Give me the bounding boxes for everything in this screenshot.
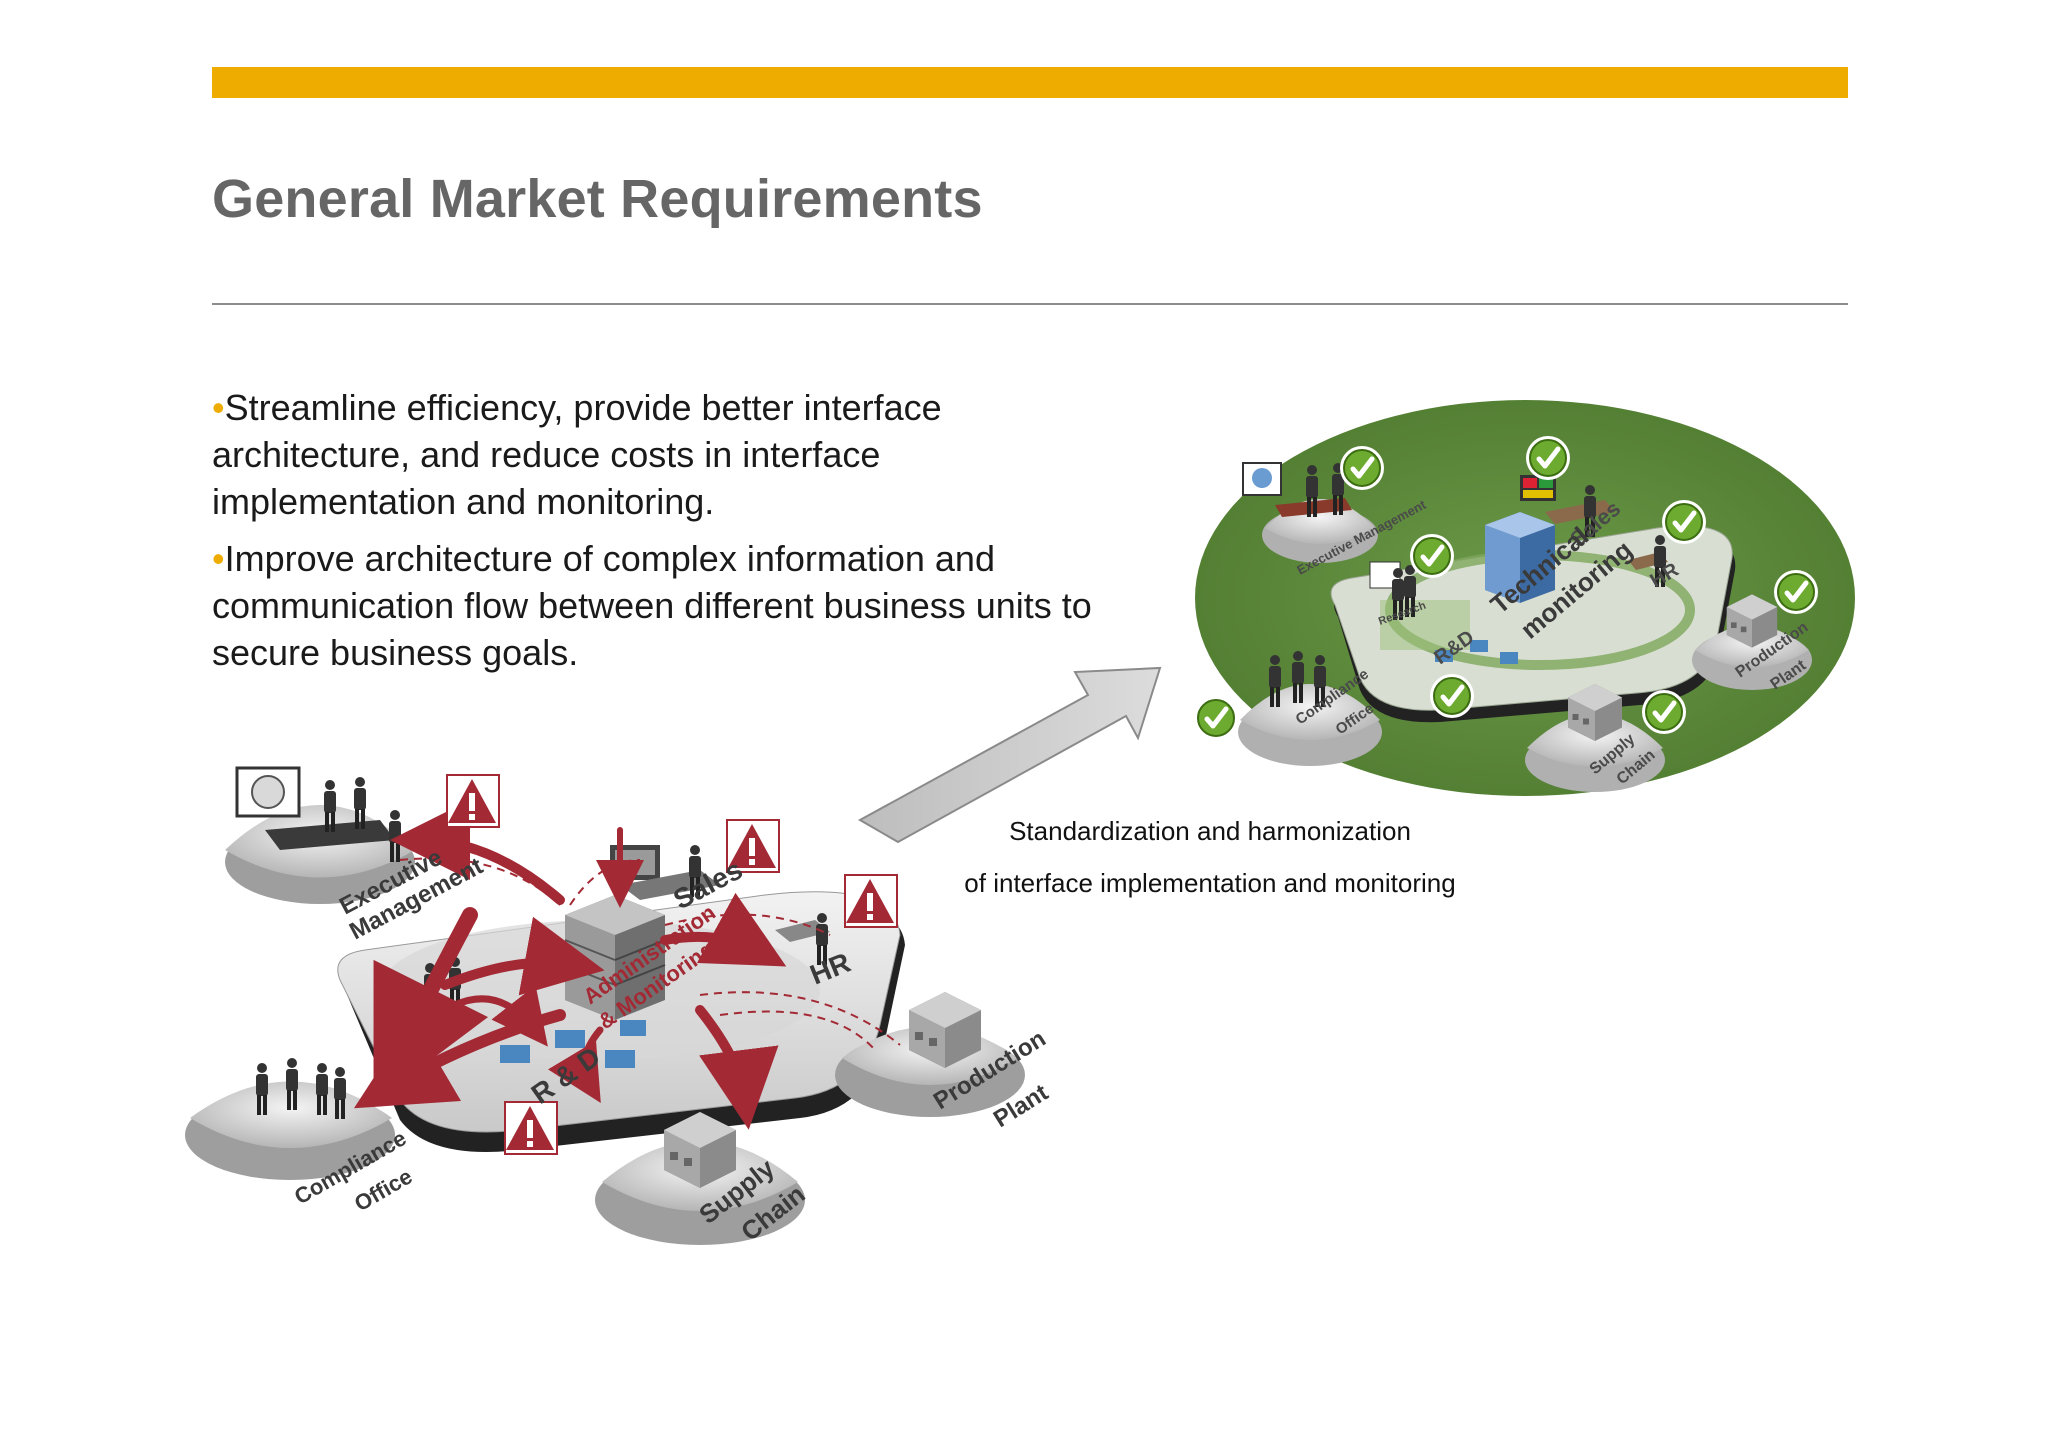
bullet-item: •Improve architecture of complex informa… [212,535,1132,676]
bullet-text: Improve architecture of complex informat… [212,538,1092,673]
before-dashed-links [399,857,901,1051]
top-accent-bar [212,67,1848,98]
bullet-marker: • [212,538,225,579]
check-circle-icon [1642,690,1686,734]
bullet-text: Streamline efficiency, provide better in… [212,387,942,522]
before-exec-disc [225,766,415,904]
check-circle-icon [1410,534,1454,578]
warning-triangle-icon [446,774,500,828]
check-circle-icon [1430,674,1474,718]
after-exec-disc [1242,462,1378,563]
title-divider [212,303,1848,305]
caption-line-1: Standardization and harmonization [1009,816,1411,846]
before-diagram: Executive Management Sales HR Administra… [185,766,1053,1247]
after-compliance-disc [1238,651,1382,766]
after-tower [1485,512,1555,603]
check-circle-icon [1662,500,1706,544]
before-red-arrows [353,800,787,1130]
before-production-disc [835,992,1025,1117]
caption-line-2: of interface implementation and monitori… [964,868,1456,898]
bullet-marker: • [212,387,225,428]
before-supply-disc [595,1112,805,1245]
after-supply-disc [1525,684,1665,792]
after-hr-desk [1628,535,1668,587]
before-hr-desk [775,913,830,965]
after-diagram: Executive Management Sales HR Technical … [1194,400,1855,796]
bullet-item: •Streamline efficiency, provide better i… [212,384,1132,525]
warning-triangle-icon [844,874,898,928]
after-production-disc [1692,594,1812,690]
check-circle-icon [1340,446,1384,490]
before-compliance-disc [185,1058,395,1180]
check-circle-icon [1526,436,1570,480]
after-research-desk [1369,561,1416,620]
bullet-list: •Streamline efficiency, provide better i… [212,384,1132,686]
check-circle-icon [1774,570,1818,614]
page-title: General Market Requirements [212,169,983,229]
check-circle-icon [1194,696,1238,740]
warning-triangle-icon [504,1101,558,1155]
transition-arrow [857,666,1162,844]
after-rd-desks [1435,640,1518,664]
